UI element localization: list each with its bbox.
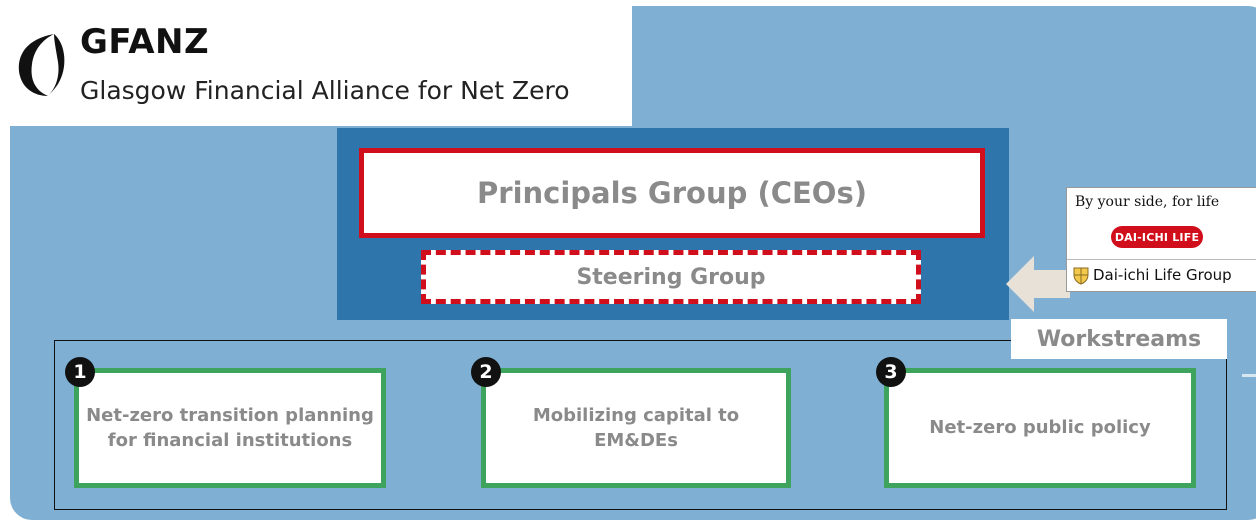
workstream-title-3: Net-zero public policy — [929, 417, 1151, 439]
gfanz-logo-panel: GFANZ Glasgow Financial Alliance for Net… — [0, 0, 632, 126]
left-arrow-icon — [1006, 256, 1070, 312]
shield-icon — [1073, 267, 1089, 285]
workstream-number-1: 1 — [65, 357, 95, 387]
workstream-card-3: Net-zero public policy — [884, 368, 1196, 488]
workstream-card-1: Net-zero transition planning for financi… — [74, 368, 386, 488]
dai-ichi-logo-card: By your side, for life DAI-ICHI LIFE Dai… — [1066, 187, 1256, 292]
logo-title: GFANZ — [80, 22, 210, 62]
logo-subtitle: Glasgow Financial Alliance for Net Zero — [80, 76, 570, 105]
workstream-title-1: Net-zero transition planning for financi… — [86, 404, 374, 451]
dai-ichi-tagline: By your side, for life — [1075, 194, 1220, 210]
dai-ichi-badge: DAI-ICHI LIFE — [1111, 226, 1203, 248]
gfanz-parenthesis-icon — [18, 34, 65, 96]
workstream-title-2: Mobilizing capital to EM&DEs — [532, 404, 740, 451]
workstream-card-2: Mobilizing capital to EM&DEs — [481, 368, 791, 488]
dai-ichi-divider — [1067, 259, 1256, 260]
dai-ichi-group-name: Dai-ichi Life Group — [1093, 266, 1232, 284]
workstreams-connector — [1242, 374, 1256, 377]
workstreams-label: Workstreams — [1011, 319, 1227, 359]
workstream-number-3: 3 — [876, 357, 906, 387]
workstream-number-2: 2 — [471, 357, 501, 387]
workstreams-frame — [54, 340, 1227, 510]
principals-group-box: Principals Group (CEOs) — [359, 148, 985, 238]
steering-group-box: Steering Group — [421, 250, 921, 304]
